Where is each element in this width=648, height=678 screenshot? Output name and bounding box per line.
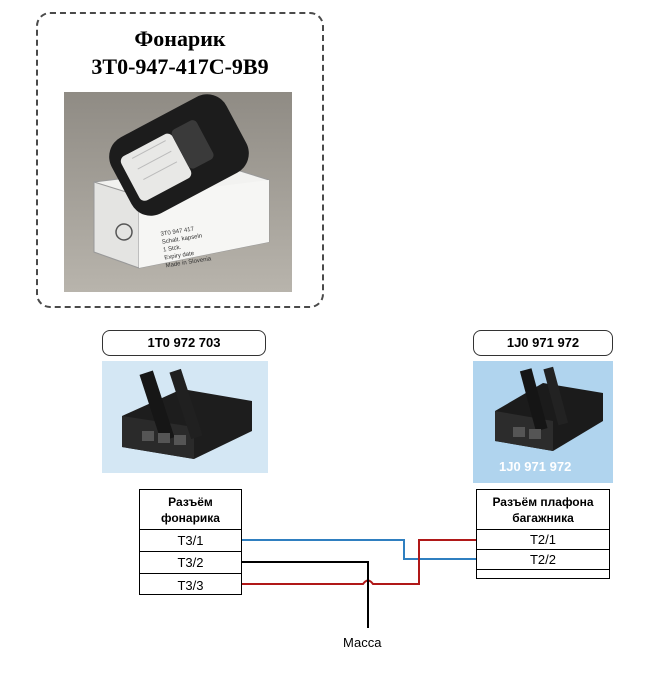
wire-blue (242, 539, 476, 560)
flashlight-title: Фонарик (134, 26, 226, 51)
left-table-header: Разъём фонарика (140, 490, 241, 530)
box-label-line: 1 Stck. (163, 245, 182, 254)
left-pin-label: T3/2 (177, 555, 204, 570)
left-connector-photo (102, 361, 268, 473)
flashlight-photo-drawing: 3T0 947 417 Schalt. kapseln 1 Stck. Expi… (64, 92, 292, 292)
right-connector-table: Разъём плафона багажника T2/1 T2/2 (476, 489, 610, 579)
right-pin-label: T2/1 (529, 532, 556, 547)
right-table-header: Разъём плафона багажника (477, 490, 609, 530)
right-connector-part-number: 1J0 971 972 (473, 330, 613, 356)
left-connector-table: Разъём фонарика T3/1 T3/2 T3/3 (139, 489, 242, 595)
left-connector-part-number: 1T0 972 703 (102, 330, 266, 356)
right-pin-row: T2/1 (477, 530, 609, 550)
right-pin-label: T2/2 (529, 552, 556, 567)
wire-red (242, 539, 476, 585)
wire-black (242, 561, 369, 628)
left-table-title-line1: Разъём (168, 494, 213, 509)
left-pin-row: T3/1 (140, 530, 241, 552)
flashlight-photo: 3T0 947 417 Schalt. kapseln 1 Stck. Expi… (64, 92, 292, 292)
left-pin-label: T3/3 (177, 577, 204, 593)
left-pin-label: T3/1 (177, 533, 204, 548)
right-table-title-line1: Разъём плафона (492, 494, 594, 509)
left-table-title-line2: фонарика (161, 510, 220, 525)
right-connector-photo: 1J0 971 972 (473, 361, 613, 483)
right-connector-drawing (473, 361, 613, 483)
right-pin-row: T2/2 (477, 550, 609, 570)
box-label-line: Expiry date (164, 251, 195, 262)
left-pin-row: T3/2 (140, 552, 241, 574)
right-connector-photo-caption: 1J0 971 972 (499, 459, 572, 474)
flashlight-part-number: 3T0-947-417C-9B9 (91, 54, 269, 79)
left-pin-row: T3/3 (140, 574, 241, 596)
left-connector-drawing (102, 361, 268, 473)
ground-label: Масса (343, 635, 382, 650)
right-table-title-line2: багажника (512, 510, 574, 525)
flashlight-frame: Фонарик 3T0-947-417C-9B9 (36, 12, 324, 308)
box-label-line: 3T0 947 417 (160, 226, 195, 237)
